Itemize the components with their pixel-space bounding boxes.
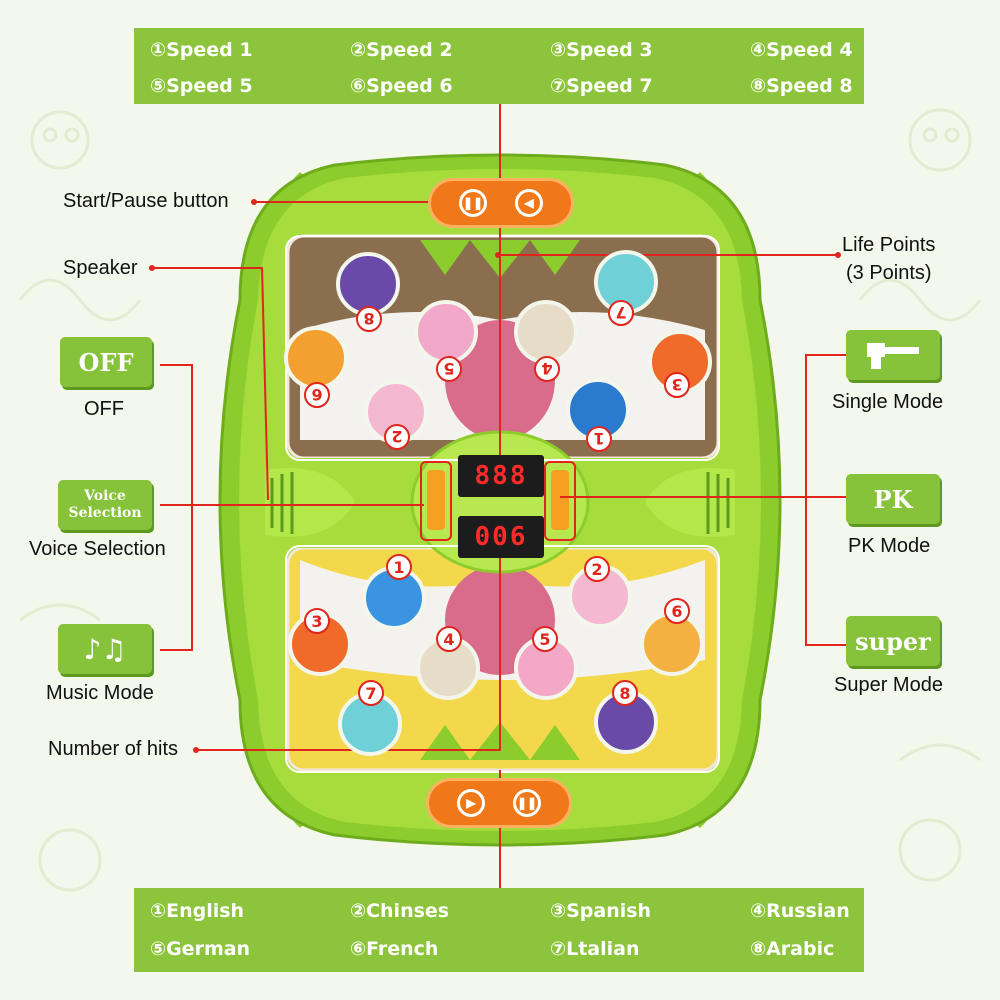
voice-icon-line-1: Voice: [84, 488, 126, 504]
pk-icon: PK: [846, 474, 940, 524]
pause-icon: ❚❚: [513, 789, 541, 817]
speed-2: ②Speed 2: [350, 39, 453, 61]
music-mode-label: Music Mode: [46, 682, 154, 704]
language-4: ④Russian: [750, 900, 850, 922]
super-mode-label: Super Mode: [834, 674, 943, 696]
badge-bottom-7: 7: [358, 680, 384, 706]
super-icon: super: [846, 616, 940, 666]
start-pause-label: Start/Pause button: [63, 190, 229, 212]
life-points-label: Life Points: [842, 234, 936, 256]
badge-top-1: 1: [586, 426, 612, 452]
badge-bottom-2: 2: [584, 556, 610, 582]
speed-3: ③Speed 3: [550, 39, 653, 61]
language-2: ②Chinses: [350, 900, 450, 922]
language-3: ③Spanish: [550, 900, 652, 922]
speed-5: ⑤Speed 5: [150, 75, 253, 97]
badge-bottom-4: 4: [436, 626, 462, 652]
start-pause-button-bottom[interactable]: ▶ ❚❚: [426, 778, 572, 828]
language-1: ①English: [150, 900, 245, 922]
off-icon: OFF: [60, 337, 152, 387]
badge-top-5: 5: [436, 356, 462, 382]
single-mode-label: Single Mode: [832, 391, 944, 413]
badge-top-2: 2: [384, 424, 410, 450]
mole-bottom-5[interactable]: [514, 636, 578, 700]
life-points-sub-label: (3 Points): [846, 262, 932, 284]
hammer-icon: [846, 330, 940, 380]
speed-4: ④Speed 4: [750, 39, 853, 61]
mole-top-9[interactable]: [284, 326, 348, 390]
badge-top-7: 7: [608, 300, 634, 326]
language-8: ⑧Arabic: [750, 938, 835, 960]
speed-7: ⑦Speed 7: [550, 75, 653, 97]
badge-bottom-1: 1: [386, 554, 412, 580]
mole-top-4[interactable]: [514, 300, 578, 364]
speed-8: ⑧Speed 8: [750, 75, 853, 97]
voice-selection-label: Voice Selection: [29, 538, 166, 560]
badge-bottom-8: 8: [612, 680, 638, 706]
badge-top-8: 8: [356, 306, 382, 332]
badge-top-6: 6: [304, 382, 330, 408]
speed-panel: ①Speed 1 ②Speed 2 ③Speed 3 ④Speed 4 ⑤Spe…: [134, 28, 864, 104]
voice-icon-line-2: Selection: [68, 505, 142, 521]
badge-top-4: 4: [534, 356, 560, 382]
badge-bottom-6: 6: [664, 598, 690, 624]
play-icon: ◀: [515, 189, 543, 217]
badge-bottom-3: 3: [304, 608, 330, 634]
language-6: ⑥French: [350, 938, 439, 960]
life-points-display: 888: [458, 455, 544, 497]
hammer-icon-glyph: [867, 343, 919, 369]
badge-top-3: 3: [664, 372, 690, 398]
music-note-icon: ♪♫: [58, 624, 152, 674]
hits-display: 006: [458, 516, 544, 558]
off-label: OFF: [84, 398, 124, 420]
language-7: ⑦Ltalian: [550, 938, 640, 960]
speaker-label: Speaker: [63, 257, 138, 279]
speed-1: ①Speed 1: [150, 39, 253, 61]
pause-icon: ❚❚: [459, 189, 487, 217]
number-of-hits-label: Number of hits: [48, 738, 179, 760]
start-pause-button-top[interactable]: ❚❚ ◀: [428, 178, 574, 228]
mole-top-8[interactable]: [336, 252, 400, 316]
mole-top-5[interactable]: [414, 300, 478, 364]
language-panel: ①English ②Chinses ③Spanish ④Russian ⑤Ger…: [134, 888, 864, 972]
voice-selection-icon: Voice Selection: [58, 480, 152, 530]
play-icon: ▶: [457, 789, 485, 817]
badge-bottom-5: 5: [532, 626, 558, 652]
language-5: ⑤German: [150, 938, 251, 960]
pk-mode-label: PK Mode: [848, 535, 931, 557]
speed-6: ⑥Speed 6: [350, 75, 453, 97]
